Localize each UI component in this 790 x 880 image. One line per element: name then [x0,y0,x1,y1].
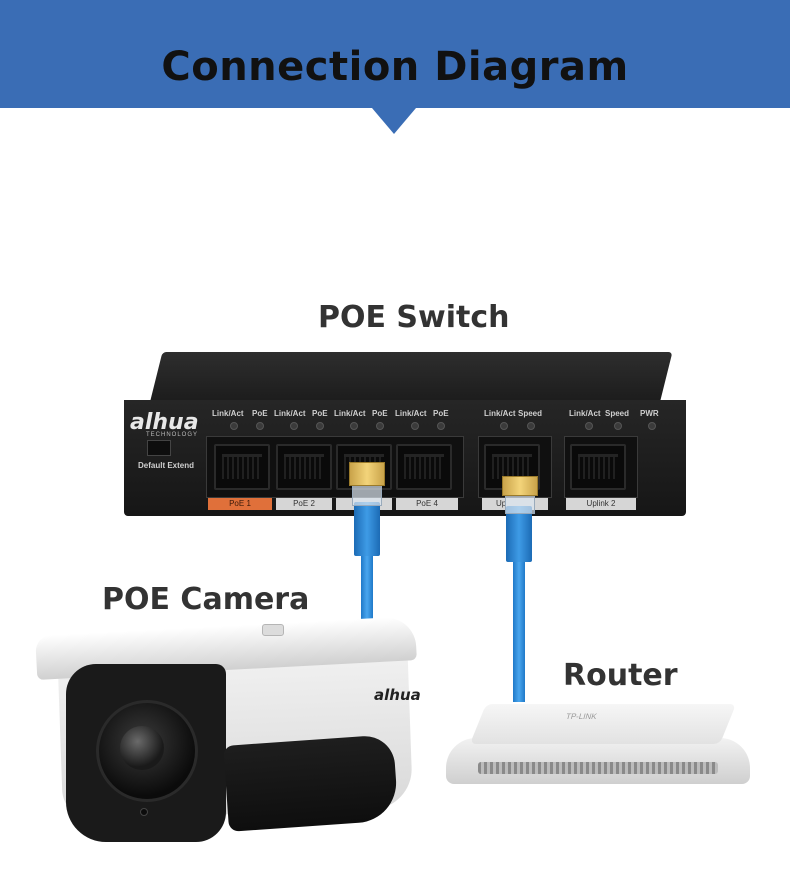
dip-switch-label: Default Extend [138,461,195,470]
mode-dip-switch[interactable] [147,440,171,456]
camera-sensor-dot [140,808,148,816]
led-label: PoE [372,409,388,418]
poe-port-4[interactable] [396,444,452,490]
port-tab-poe1: PoE 1 [208,498,272,510]
led-indicator [316,422,324,430]
led-label: Link/Act [212,409,244,418]
led-indicator [614,422,622,430]
switch-brand-logo: alhua [130,410,199,435]
led-indicator [256,422,264,430]
led-label: Link/Act [274,409,306,418]
led-indicator [290,422,298,430]
led-label: PoE [433,409,449,418]
led-indicator [648,422,656,430]
switch-top-panel [150,352,673,402]
router-vent-band [478,762,718,774]
cable-wire [361,548,373,638]
led-indicator [350,422,358,430]
led-label: Link/Act [395,409,427,418]
led-indicator [585,422,593,430]
port-tab-uplink2: Uplink 2 [566,498,636,510]
router-top-panel [469,704,737,744]
led-label: Link/Act [484,409,516,418]
led-label: PWR [640,409,659,418]
router-body [446,738,750,784]
camera-brand-logo: alhua [374,686,421,704]
cable-boot [506,506,532,562]
led-label: PoE [252,409,268,418]
led-indicator [437,422,445,430]
router-brand-logo: TP-LINK [564,712,598,721]
led-indicator [411,422,419,430]
led-label: Link/Act [334,409,366,418]
led-label: PoE [312,409,328,418]
port-tab-poe2: PoE 2 [276,498,332,510]
camera-lens-center [120,726,164,770]
switch-brand-subtitle: TECHNOLOGY [146,432,199,438]
banner-pointer [372,108,416,134]
camera-bottom-shell [223,734,399,832]
router-label: Router [563,658,678,693]
port-tab-poe4: PoE 4 [396,498,458,510]
camera-mount-ring [262,624,284,636]
led-indicator [527,422,535,430]
led-label: Link/Act [569,409,601,418]
rj45-contacts [349,462,385,486]
header-banner [0,0,790,108]
poe-camera-label: POE Camera [102,582,310,617]
led-label: Speed [518,409,543,418]
led-indicator [376,422,384,430]
poe-port-2[interactable] [276,444,332,490]
cable-boot [354,502,380,556]
led-indicator [500,422,508,430]
poe-port-1[interactable] [214,444,270,490]
cable-wire [513,556,525,702]
poe-switch-label: POE Switch [318,300,510,335]
page-title: Connection Diagram [161,44,629,90]
uplink-port-2[interactable] [570,444,626,490]
rj45-contacts [502,476,538,496]
led-indicator [230,422,238,430]
led-label: Speed [605,409,630,418]
